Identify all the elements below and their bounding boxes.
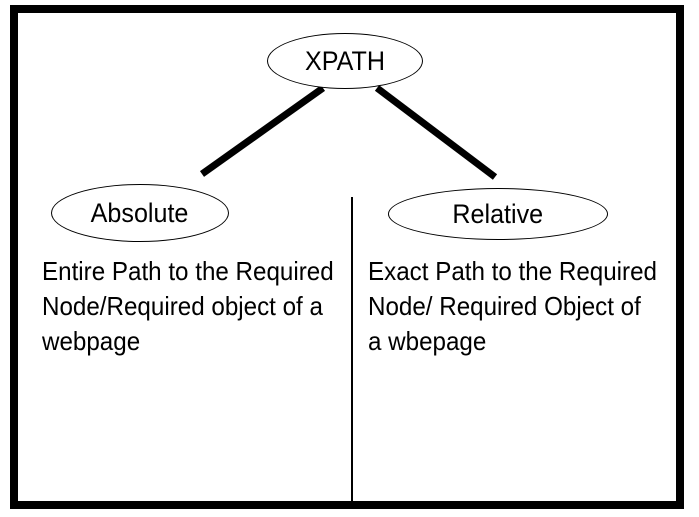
description-line: Exact Path to the Required <box>368 256 657 286</box>
relative-description: Exact Path to the Required Node/ Require… <box>368 254 657 359</box>
description-line: Node/ Required Object of <box>368 291 641 321</box>
branch-node-absolute: Absolute <box>51 184 229 242</box>
absolute-description: Entire Path to the Required Node/Require… <box>42 254 334 359</box>
absolute-node-label: Absolute <box>91 197 189 228</box>
description-line: a wbepage <box>368 326 487 356</box>
description-line: Entire Path to the Required <box>42 256 334 286</box>
root-node-xpath: XPATH <box>267 33 423 89</box>
description-line: webpage <box>42 326 141 356</box>
vertical-divider-line <box>351 197 353 501</box>
outer-border-frame <box>10 5 684 509</box>
relative-node-label: Relative <box>452 198 544 229</box>
description-line: Node/Required object of a <box>42 291 323 321</box>
root-node-label: XPATH <box>304 45 385 76</box>
branch-node-relative: Relative <box>388 188 608 240</box>
